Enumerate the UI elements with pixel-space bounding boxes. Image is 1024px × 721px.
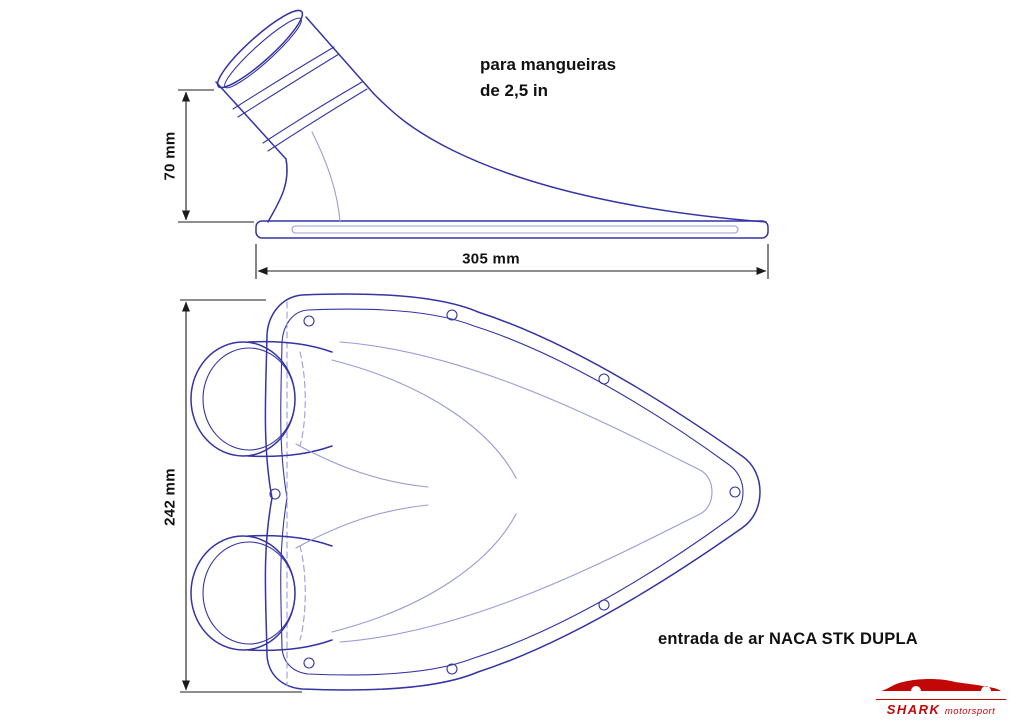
screw-hole bbox=[303, 315, 315, 327]
plan-inner-curve-bottom bbox=[295, 504, 429, 549]
dim-label-70mm: 70 mm bbox=[161, 131, 179, 181]
side-base-lip bbox=[291, 225, 739, 234]
side-ramp-curve bbox=[373, 93, 767, 223]
side-tube-lower-side bbox=[215, 81, 287, 160]
drawing-caption: entrada de ar NACA STK DUPLA bbox=[658, 630, 918, 648]
hose-size-note-line1: para mangueiras bbox=[480, 55, 617, 74]
plan-screw-holes bbox=[269, 309, 741, 675]
plan-divider-curve-top bbox=[331, 359, 517, 479]
screw-hole bbox=[269, 488, 281, 500]
plan-divider-curve-bottom bbox=[331, 513, 517, 633]
screw-hole bbox=[446, 663, 458, 675]
logo-car-icon bbox=[881, 679, 1001, 691]
plan-flange-outer bbox=[264, 293, 761, 691]
dim-label-242mm: 242 mm bbox=[161, 468, 179, 526]
tube-top-hidden-arc bbox=[299, 351, 306, 447]
tube-top-wall-upper bbox=[247, 340, 333, 353]
plan-flange-inner bbox=[280, 308, 744, 676]
tube-bottom-wall-lower bbox=[247, 639, 333, 652]
side-body-left-edge bbox=[267, 158, 288, 223]
plan-view bbox=[180, 293, 761, 693]
tube-top-rim-inner bbox=[202, 347, 296, 451]
side-tube-end-cap-inner bbox=[224, 17, 302, 89]
hose-size-note: para mangueiras de 2,5 in bbox=[480, 52, 616, 103]
logo-sub: motorsport bbox=[944, 706, 996, 717]
side-inner-throat bbox=[311, 131, 341, 223]
side-tube-end-cap-outer bbox=[216, 9, 304, 89]
side-tube-band-1 bbox=[232, 46, 335, 110]
logo-text: SHARK motorsport bbox=[872, 701, 1010, 719]
screw-hole bbox=[598, 373, 610, 385]
logo-brand: SHARK bbox=[886, 702, 941, 717]
side-view bbox=[178, 9, 769, 279]
plan-tube-bottom bbox=[190, 534, 333, 652]
screw-hole bbox=[729, 486, 741, 498]
tube-top-rim-outer bbox=[190, 341, 296, 457]
side-tube-upper-side bbox=[305, 16, 375, 95]
side-tube-band-2 bbox=[237, 53, 340, 118]
side-base-plate bbox=[255, 220, 769, 239]
tube-bottom-wall-upper bbox=[247, 534, 333, 547]
company-logo: SHARK motorsport bbox=[872, 678, 1010, 719]
plan-tube-top bbox=[190, 340, 333, 458]
screw-hole bbox=[598, 599, 610, 611]
tube-bottom-rim-inner bbox=[202, 541, 296, 645]
tube-bottom-hidden-arc bbox=[299, 545, 306, 641]
plan-inner-curve-top bbox=[295, 443, 429, 488]
tube-top-wall-lower bbox=[247, 445, 333, 458]
side-tube-band-4 bbox=[267, 88, 368, 152]
plan-duct-inner-contour bbox=[339, 341, 713, 643]
screw-hole bbox=[303, 657, 315, 669]
dim-label-305mm: 305 mm bbox=[462, 250, 520, 268]
hose-size-note-line2: de 2,5 in bbox=[480, 80, 549, 100]
screw-hole bbox=[446, 309, 458, 321]
side-tube-band-3 bbox=[262, 81, 363, 144]
logo-divider bbox=[876, 699, 1006, 700]
tube-bottom-rim-outer bbox=[190, 535, 296, 651]
